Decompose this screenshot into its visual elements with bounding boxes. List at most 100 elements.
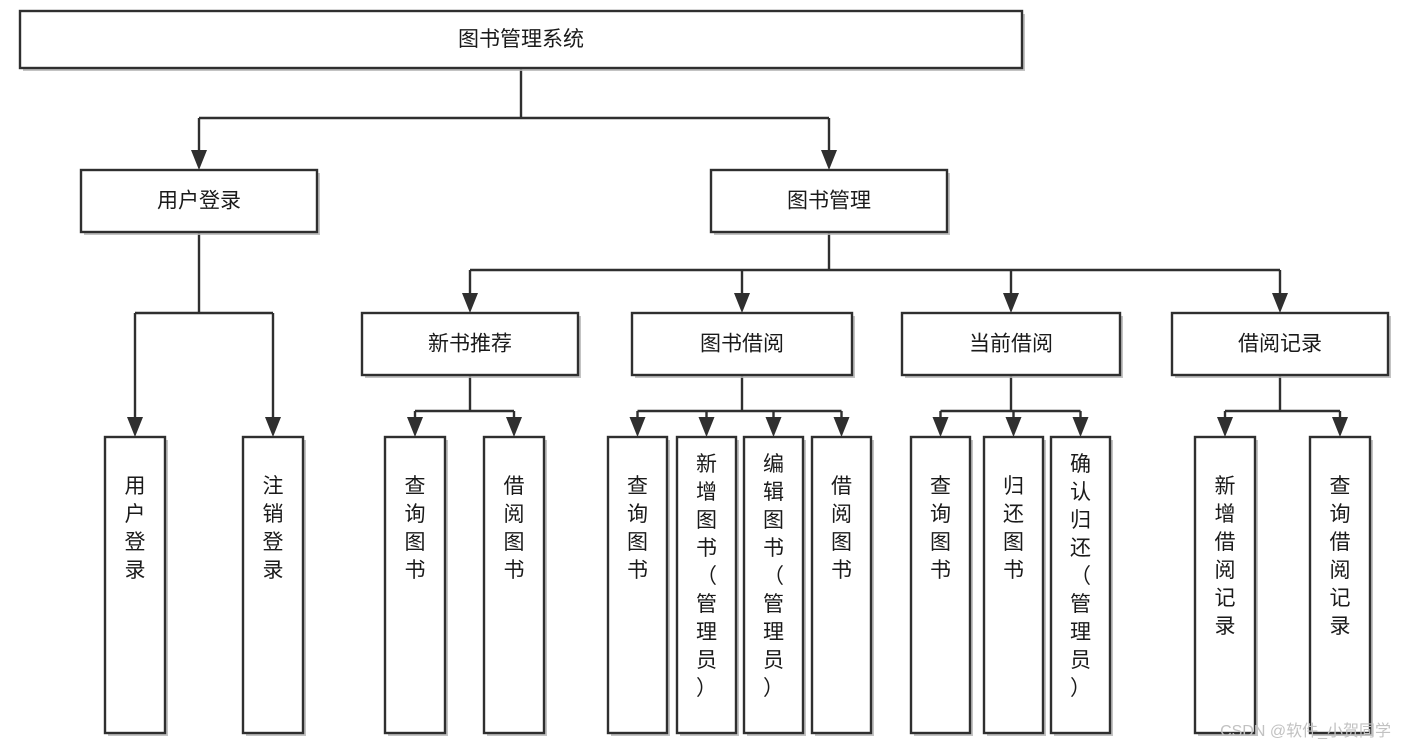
node-label: 查询图书 — [405, 475, 426, 582]
edge-arrow — [1272, 270, 1288, 313]
edge-arrowhead — [734, 293, 750, 313]
node-label: 用户登录 — [125, 475, 146, 582]
edge-arrowhead — [127, 417, 143, 437]
node-leaf-query-borrow-record[interactable]: 查询借阅记录 — [1308, 435, 1373, 736]
node-user-login[interactable]: 用户登录 — [79, 168, 320, 235]
edge-arrowhead — [1072, 417, 1089, 437]
edge-arrow — [1072, 411, 1089, 437]
edge-arrow — [698, 411, 715, 437]
node-label: 借阅图书 — [504, 475, 525, 582]
node-leaf-borrow-book-recommend[interactable]: 借阅图书 — [482, 435, 547, 736]
node-book-manage[interactable]: 图书管理 — [709, 168, 950, 235]
node-new-book-recommend[interactable]: 新书推荐 — [360, 311, 581, 378]
edge-arrowhead — [833, 417, 850, 437]
node-box[interactable] — [1049, 435, 1112, 735]
node-label: 查询图书 — [930, 475, 951, 582]
node-box[interactable] — [1308, 435, 1372, 735]
edge-arrow — [821, 118, 837, 170]
node-leaf-query-book-recommend[interactable]: 查询图书 — [383, 435, 448, 736]
node-label: 新书推荐 — [428, 333, 512, 356]
node-box[interactable] — [383, 435, 447, 735]
node-label: 编辑图书（管理员） — [763, 453, 784, 700]
edge-arrow — [407, 411, 423, 437]
nodes-layer: 图书管理系统用户登录图书管理新书推荐图书借阅当前借阅借阅记录用户登录注销登录查询… — [18, 9, 1391, 736]
node-box[interactable] — [360, 311, 580, 377]
node-label: 图书借阅 — [700, 333, 784, 356]
edge-arrowhead — [821, 150, 837, 170]
node-box[interactable] — [982, 435, 1045, 735]
edge-arrowhead — [1332, 417, 1348, 437]
edges-layer — [127, 68, 1348, 437]
node-box[interactable] — [709, 168, 949, 234]
node-leaf-user-login[interactable]: 用户登录 — [103, 435, 168, 736]
node-label: 借阅记录 — [1238, 333, 1322, 356]
node-label: 确认归还（管理员） — [1070, 453, 1091, 700]
node-label: 新增图书（管理员） — [696, 453, 717, 700]
edge-arrowhead — [698, 417, 715, 437]
edge-arrow — [191, 118, 207, 170]
node-box[interactable] — [241, 435, 305, 735]
node-box[interactable] — [900, 311, 1122, 377]
node-leaf-query-book-borrow[interactable]: 查询图书 — [606, 435, 670, 736]
node-leaf-user-logout[interactable]: 注销登录 — [241, 435, 306, 736]
node-book-borrow[interactable]: 图书借阅 — [630, 311, 855, 378]
node-box[interactable] — [742, 435, 805, 735]
node-label: 新增借阅记录 — [1215, 475, 1236, 638]
edge-arrowhead — [1272, 293, 1288, 313]
edge-arrow — [506, 411, 522, 437]
edge-arrow — [833, 411, 850, 437]
node-box[interactable] — [630, 311, 854, 377]
edge-arrowhead — [506, 417, 522, 437]
edge-arrowhead — [1217, 417, 1233, 437]
node-box[interactable] — [606, 435, 669, 735]
edge-arrowhead — [1003, 293, 1019, 313]
watermark-label: CSDN @软件_小贺同学 — [1220, 723, 1391, 740]
node-box[interactable] — [1170, 311, 1390, 377]
node-leaf-query-book-current[interactable]: 查询图书 — [909, 435, 973, 736]
node-label: 图书管理系统 — [458, 28, 584, 51]
edge-arrow — [932, 411, 949, 437]
node-label: 查询图书 — [627, 475, 648, 582]
node-leaf-add-book-admin[interactable]: 新增图书（管理员） — [675, 435, 739, 736]
edge-arrowhead — [191, 150, 207, 170]
node-borrow-record[interactable]: 借阅记录 — [1170, 311, 1391, 378]
node-box[interactable] — [1193, 435, 1257, 735]
node-box[interactable] — [810, 435, 873, 735]
node-box[interactable] — [482, 435, 546, 735]
edge-arrowhead — [462, 293, 478, 313]
edge-arrowhead — [932, 417, 949, 437]
node-box[interactable] — [675, 435, 738, 735]
node-label: 借阅图书 — [831, 475, 852, 582]
edge-arrow — [765, 411, 782, 437]
node-label: 归还图书 — [1003, 475, 1024, 582]
node-leaf-edit-book-admin[interactable]: 编辑图书（管理员） — [742, 435, 806, 736]
node-leaf-return-book[interactable]: 归还图书 — [982, 435, 1046, 736]
node-root[interactable]: 图书管理系统 — [18, 9, 1025, 71]
edge-arrow — [462, 270, 478, 313]
node-box[interactable] — [18, 9, 1024, 70]
node-leaf-confirm-return-admin[interactable]: 确认归还（管理员） — [1049, 435, 1113, 736]
node-leaf-add-borrow-record[interactable]: 新增借阅记录 — [1193, 435, 1258, 736]
edge-arrowhead — [765, 417, 782, 437]
node-box[interactable] — [79, 168, 319, 234]
edge-arrowhead — [407, 417, 423, 437]
edge-arrow — [629, 411, 646, 437]
edge-arrow — [1005, 411, 1022, 437]
node-leaf-borrow-book[interactable]: 借阅图书 — [810, 435, 874, 736]
node-label: 用户登录 — [157, 190, 241, 213]
node-box[interactable] — [909, 435, 972, 735]
edge-arrow — [1217, 411, 1233, 437]
node-current-borrow[interactable]: 当前借阅 — [900, 311, 1123, 378]
edge-arrowhead — [265, 417, 281, 437]
node-label: 图书管理 — [787, 190, 871, 213]
edge-arrow — [127, 313, 143, 437]
edge-arrowhead — [1005, 417, 1022, 437]
edge-arrow — [265, 313, 281, 437]
edge-arrow — [734, 270, 750, 313]
node-label: 查询借阅记录 — [1330, 475, 1351, 638]
node-label: 当前借阅 — [969, 333, 1053, 356]
edge-arrow — [1003, 270, 1019, 313]
node-box[interactable] — [103, 435, 167, 735]
